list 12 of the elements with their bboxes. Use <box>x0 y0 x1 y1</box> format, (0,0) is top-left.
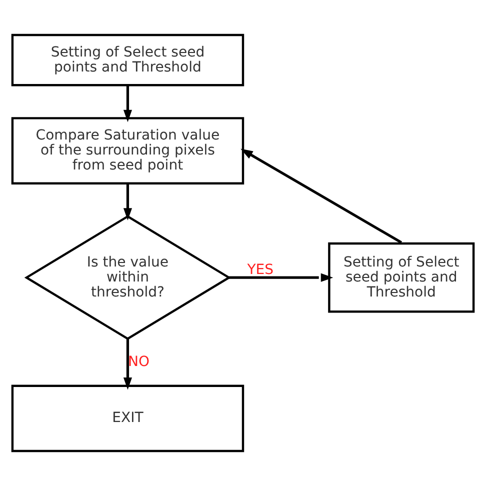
arrow <box>228 273 334 282</box>
arrow <box>123 338 132 390</box>
node-box: Setting of Select seed points and Threshold <box>328 242 475 313</box>
arrow <box>123 85 132 122</box>
arrow <box>123 183 132 220</box>
edge-label: NO <box>128 354 150 370</box>
node-box: Setting of Select seed points and Threshold <box>11 34 244 86</box>
node-box: EXIT <box>11 384 244 452</box>
edge-label: YES <box>247 262 274 278</box>
arrow <box>240 148 402 244</box>
node-diamond: Is the value within threshold? <box>24 215 232 340</box>
node-box: Compare Saturation value of the surrounding pixels from seed point <box>11 117 244 184</box>
